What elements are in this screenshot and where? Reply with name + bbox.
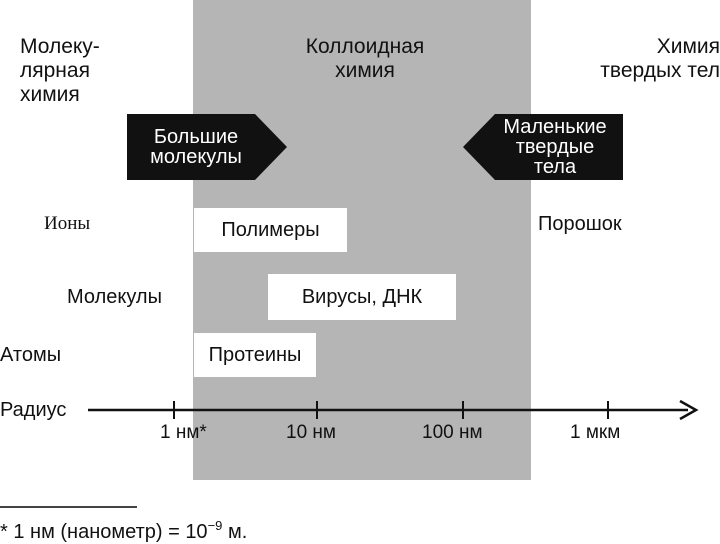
atoms-label: Атомы	[0, 344, 62, 366]
footnote: * 1 нм (нанометр) = 10−9 м.	[0, 514, 247, 544]
tick-label-100nm: 100 нм	[422, 422, 483, 443]
small-solids-arrow: Маленькие твердые тела	[463, 114, 623, 180]
molecules-label: Молекулы	[67, 286, 162, 308]
colloid-chemistry-title: Коллоидная химия	[305, 35, 425, 82]
ions-label: Ионы	[44, 213, 91, 234]
solid-state-chemistry-title: Химия твердых тел	[600, 35, 720, 82]
tick-label-10nm: 10 нм	[286, 422, 336, 443]
footnote-prefix: * 1 нм (нанометр) = 10	[0, 521, 208, 543]
big-molecules-arrow: Большие молекулы	[127, 114, 287, 180]
polymers-box: Полимеры	[194, 208, 347, 252]
viruses-dna-box: Вирусы, ДНК	[268, 274, 456, 320]
radius-axis-label: Радиус	[0, 399, 67, 421]
footnote-divider	[0, 506, 137, 508]
tick-label-1um: 1 мкм	[570, 422, 621, 443]
axis-arrowhead	[679, 399, 699, 421]
small-solids-label: Маленькие твердые тела	[503, 116, 607, 178]
footnote-suffix: м.	[222, 521, 248, 543]
footnote-exponent: −9	[207, 518, 223, 533]
molecular-chemistry-title: Молеку- лярная химия	[20, 35, 100, 106]
proteins-box: Протеины	[194, 333, 316, 377]
big-molecules-label: Большие молекулы	[150, 126, 242, 168]
powder-label: Порошок	[538, 213, 622, 235]
tick-label-1nm: 1 нм*	[160, 422, 207, 443]
